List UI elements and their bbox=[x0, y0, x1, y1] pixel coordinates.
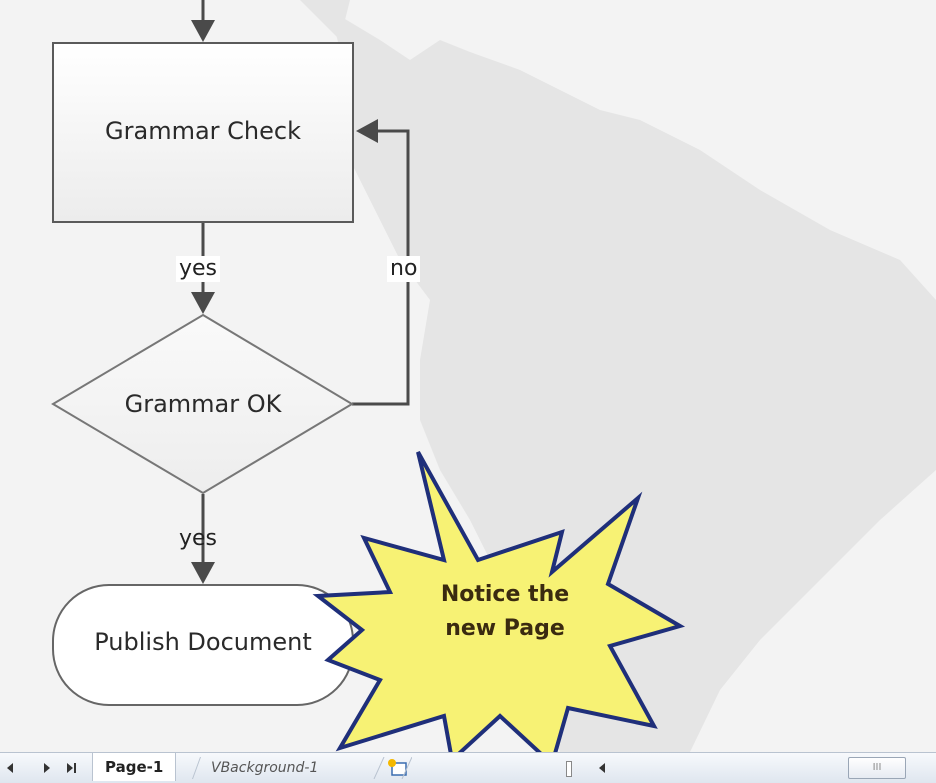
drawing-canvas[interactable]: Grammar Check Grammar OK Publish Documen… bbox=[0, 0, 936, 752]
yes-edge-label-bottom: yes bbox=[179, 526, 218, 551]
last-page-button[interactable] bbox=[64, 759, 78, 777]
tab-vbackground-1-label: VBackground-1 bbox=[211, 760, 319, 776]
no-edge-label: no bbox=[387, 256, 421, 282]
scroll-left-button[interactable] bbox=[596, 759, 608, 777]
tab-page-1[interactable]: Page-1 bbox=[92, 753, 177, 781]
grammar-check-process-shape bbox=[52, 42, 354, 223]
horizontal-scroll-thumb[interactable]: III bbox=[848, 757, 906, 779]
grammar-check-label: Grammar Check bbox=[105, 117, 301, 145]
first-page-icon bbox=[7, 763, 13, 773]
next-page-icon bbox=[44, 763, 50, 773]
callout-text: Notice the new Page bbox=[410, 578, 600, 646]
arrowhead-into-publish bbox=[191, 562, 215, 584]
arrowhead-into-grammar-check bbox=[191, 20, 215, 42]
first-page-button[interactable] bbox=[2, 759, 16, 777]
arrowhead-back-to-grammar-check bbox=[356, 119, 378, 143]
publish-document-label: Publish Document bbox=[94, 628, 312, 656]
flowchart-diagram bbox=[51, 0, 936, 752]
insert-page-tab[interactable] bbox=[372, 756, 413, 780]
scroll-left-icon bbox=[599, 763, 605, 773]
tab-vbackground-1[interactable]: VBackground-1 bbox=[191, 757, 333, 779]
page-tab-bar: Page-1 VBackground-1 III bbox=[0, 752, 936, 783]
grammar-ok-label: Grammar OK bbox=[124, 390, 282, 418]
last-page-icon bbox=[67, 763, 76, 773]
grammar-ok-decision-shape bbox=[51, 313, 354, 495]
tab-split-handle[interactable] bbox=[566, 761, 572, 777]
callout-line-2: new Page bbox=[445, 616, 565, 641]
callout-line-1: Notice the bbox=[440, 582, 570, 607]
insert-page-icon bbox=[373, 756, 413, 780]
arrowhead-into-grammar-ok bbox=[191, 292, 215, 314]
map-background bbox=[330, 10, 936, 752]
next-page-button[interactable] bbox=[40, 759, 54, 777]
starburst-callout-shape bbox=[312, 451, 686, 752]
yes-edge-label-top: yes bbox=[176, 256, 221, 282]
